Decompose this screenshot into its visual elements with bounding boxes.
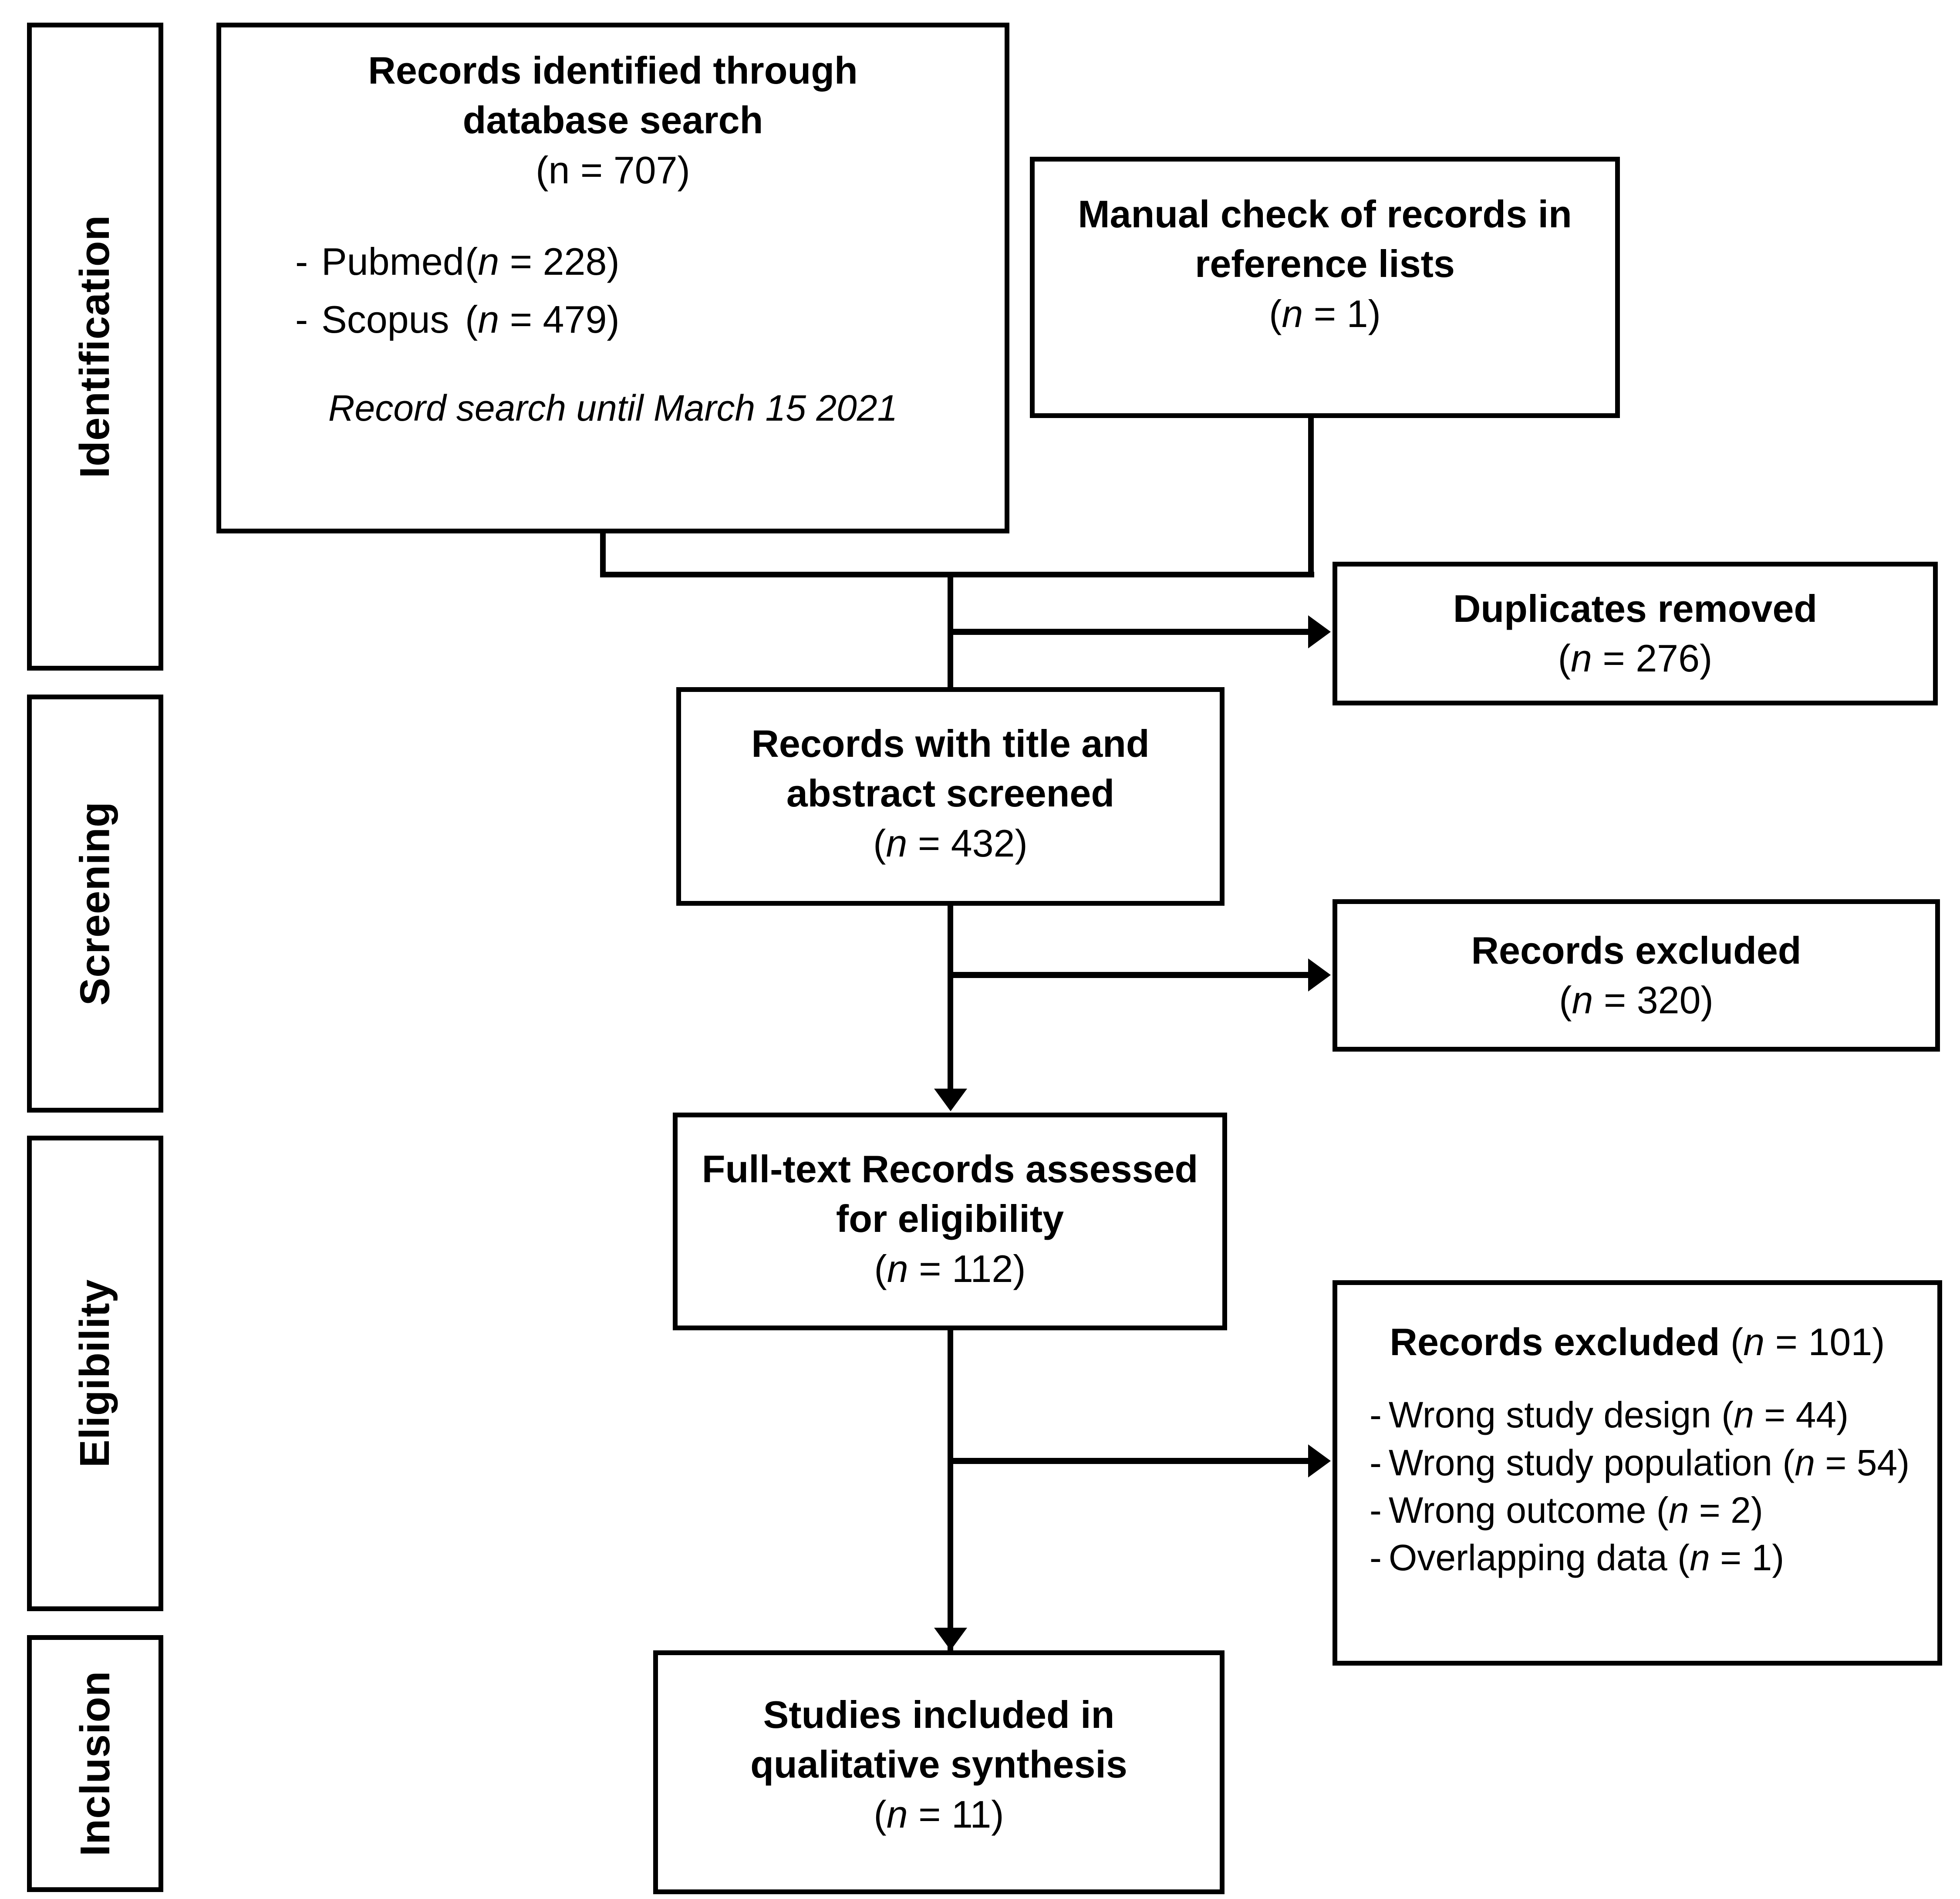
connector-manual-check-down (1308, 418, 1314, 577)
connector-screening-down (948, 906, 953, 1090)
source-count: (n = 479) (465, 297, 620, 341)
bullet-dash-icon: - (295, 297, 308, 341)
records-excluded-screening-count: (n = 320) (1559, 978, 1714, 1022)
arrowhead-duplicates (1308, 615, 1331, 648)
studies-included-line2: qualitative synthesis (750, 1743, 1127, 1786)
source-count: (n = 228) (465, 240, 620, 283)
stage-label-screening: Screening (27, 695, 163, 1113)
box-records-excluded-eligibility: Records excluded (n = 101) -Wrong study … (1333, 1280, 1942, 1666)
box-studies-included: Studies included in qualitative synthesi… (653, 1650, 1225, 1894)
list-item-source: - Pubmed (n = 228) (295, 237, 974, 287)
arrowhead-fulltext (934, 1089, 967, 1111)
db-search-title-line2: database search (462, 98, 763, 142)
fulltext-assessed-line2: for eligibility (836, 1197, 1064, 1241)
bullet-dash-icon: - (1370, 1537, 1382, 1578)
box-duplicates-removed: Duplicates removed (n = 276) (1333, 562, 1938, 705)
list-item-source: - Scopus (n = 479) (295, 295, 974, 344)
list-item-reason: -Overlapping data (n = 1) (1370, 1534, 1920, 1582)
arrowhead-excluded-eligibility (1308, 1444, 1331, 1477)
db-search-title-line1: Records identified through (368, 49, 858, 92)
connector-to-excluded-eligibility (948, 1458, 1309, 1464)
connector-db-search-down (600, 533, 606, 577)
source-name: Scopus (321, 297, 449, 341)
box-manual-check: Manual check of records in reference lis… (1030, 157, 1620, 418)
manual-check-title-line1: Manual check of records in (1078, 192, 1572, 236)
connector-fulltext-down (948, 1330, 953, 1653)
connector-to-excluded-screening (948, 972, 1309, 978)
studies-included-line1: Studies included in (763, 1693, 1115, 1736)
stage-label-identification: Identification (27, 23, 163, 671)
title-abstract-screened-line2: abstract screened (786, 772, 1115, 815)
box-database-search: Records identified through database sear… (216, 23, 1009, 533)
records-excluded-eligibility-reasons: -Wrong study design (n = 44) -Wrong stud… (1355, 1391, 1920, 1582)
title-abstract-screened-line1: Records with title and (751, 722, 1150, 765)
source-name: Pubmed (321, 240, 464, 283)
stage-label-inclusion-text: Inclusion (71, 1671, 118, 1856)
fulltext-assessed-line1: Full-text Records assessed (702, 1147, 1198, 1191)
fulltext-assessed-count: (n = 112) (874, 1247, 1026, 1290)
stage-label-eligibility: Eligibility (27, 1136, 163, 1611)
stage-label-inclusion: Inclusion (27, 1635, 163, 1892)
list-item-reason: -Wrong outcome (n = 2) (1370, 1487, 1920, 1534)
records-excluded-eligibility-title: Records excluded (n = 101) (1390, 1320, 1885, 1363)
connector-to-duplicates (948, 629, 1309, 635)
list-item-reason: -Wrong study design (n = 44) (1370, 1391, 1920, 1439)
db-search-source-list: - Pubmed (n = 228) - Scopus (n = 479) (252, 237, 974, 344)
stage-label-screening-text: Screening (71, 801, 118, 1006)
manual-check-count: (n = 1) (1269, 292, 1381, 335)
box-records-excluded-screening: Records excluded (n = 320) (1333, 899, 1940, 1052)
connector-merge-bar (600, 572, 1314, 577)
list-item-reason: -Wrong study population (n = 54) (1370, 1439, 1920, 1487)
arrowhead-excluded-screening (1308, 958, 1331, 992)
stage-label-eligibility-text: Eligibility (71, 1279, 118, 1468)
duplicates-removed-count: (n = 276) (1558, 637, 1713, 680)
studies-included-count: (n = 11) (874, 1792, 1004, 1836)
stage-label-identification-text: Identification (71, 215, 118, 479)
db-search-note: Record search until March 15 2021 (328, 387, 898, 428)
bullet-dash-icon: - (1370, 1394, 1382, 1436)
bullet-dash-icon: - (295, 240, 308, 283)
arrowhead-studies-included (934, 1628, 967, 1650)
manual-check-title-line2: reference lists (1195, 242, 1455, 286)
title-abstract-screened-count: (n = 432) (873, 821, 1028, 865)
duplicates-removed-title: Duplicates removed (1453, 587, 1818, 630)
db-search-count: (n = 707) (536, 148, 690, 192)
box-fulltext-assessed: Full-text Records assessed for eligibili… (673, 1113, 1227, 1330)
records-excluded-screening-title: Records excluded (1471, 928, 1801, 972)
bullet-dash-icon: - (1370, 1489, 1382, 1531)
box-title-abstract-screened: Records with title and abstract screened… (676, 687, 1225, 906)
bullet-dash-icon: - (1370, 1442, 1382, 1483)
